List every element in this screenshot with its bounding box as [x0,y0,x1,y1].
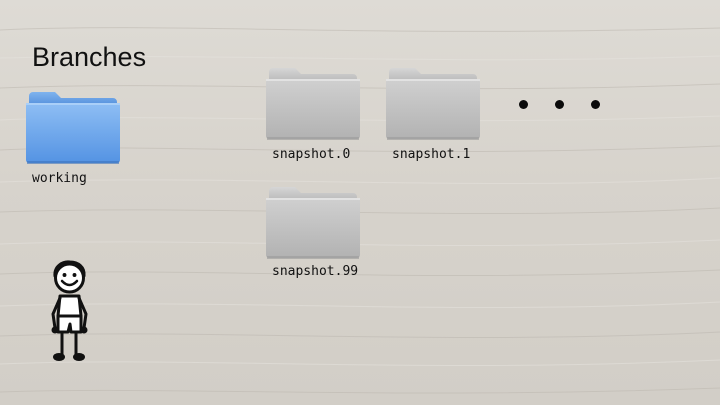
folder-label-snapshot-1: snapshot.1 [392,147,471,162]
folder-snapshot-99 [265,185,361,261]
folder-icon [386,68,480,140]
ellipsis-dot [519,100,528,109]
folder-label-snapshot-99: snapshot.99 [272,264,359,279]
folder-snapshot-0 [265,66,361,142]
slide-title: Branches [32,42,147,72]
ellipsis-dot [591,100,600,109]
folder-icon [26,92,120,164]
stick-figure-icon [51,260,88,361]
folder-label-working: working [32,171,87,186]
folder-label-snapshot-0: snapshot.0 [272,147,351,162]
folder-snapshot-1 [385,66,481,142]
folder-icon [266,68,360,140]
folder-icon [266,187,360,259]
folder-working [25,90,121,166]
ellipsis-dot [555,100,564,109]
